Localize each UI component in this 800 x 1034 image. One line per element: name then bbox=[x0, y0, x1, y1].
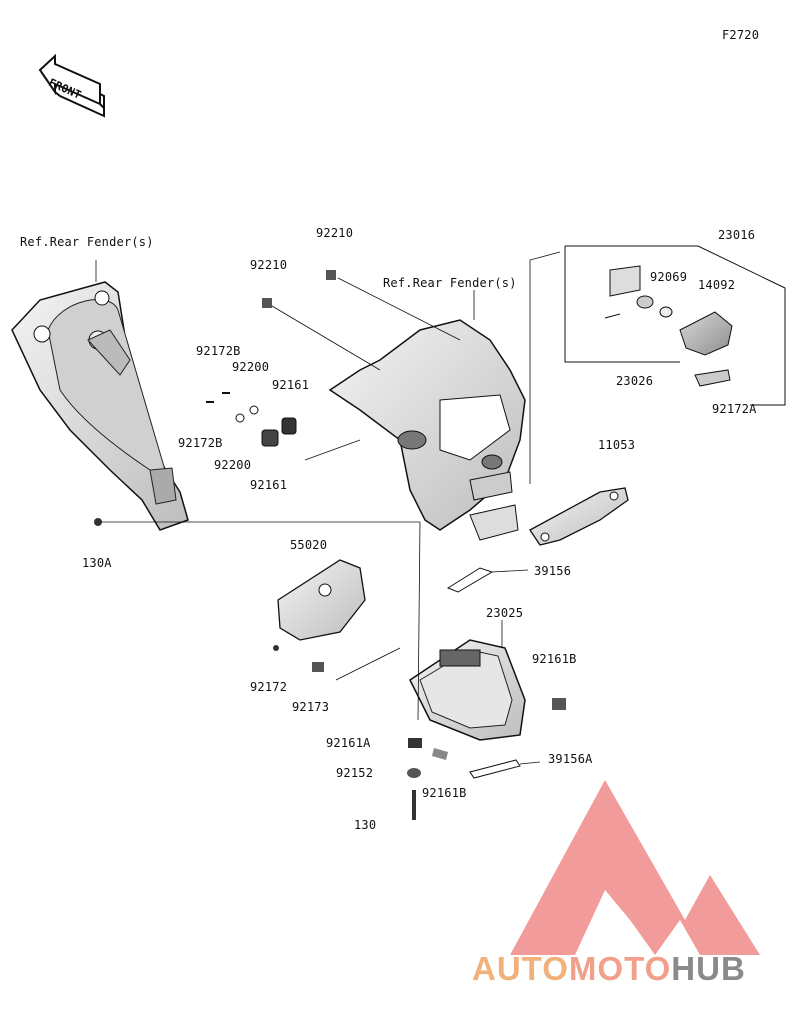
label-92172: 92172 bbox=[250, 680, 288, 694]
front-arrow-icon bbox=[38, 53, 105, 118]
clip-92210-lower bbox=[262, 298, 272, 308]
label-92173: 92173 bbox=[292, 700, 330, 714]
label-39156: 39156 bbox=[534, 564, 572, 578]
bracket-55020-part bbox=[277, 559, 366, 641]
ref-rear-fender-right: Ref.Rear Fender(s) bbox=[383, 276, 517, 290]
rear-fender-center-part bbox=[328, 319, 526, 541]
label-92210-a: 92210 bbox=[316, 226, 354, 240]
watermark-text: AUTOMOTOHUB bbox=[472, 950, 746, 988]
label-92210-b: 92210 bbox=[250, 258, 288, 272]
label-92161A: 92161A bbox=[326, 736, 371, 750]
label-92172B-a: 92172B bbox=[196, 344, 241, 358]
label-23025: 23025 bbox=[486, 606, 524, 620]
label-130A: 130A bbox=[82, 556, 112, 570]
label-39156A: 39156A bbox=[548, 752, 593, 766]
label-92200-b: 92200 bbox=[214, 458, 252, 472]
turn-signal-box bbox=[564, 245, 786, 406]
label-23016: 23016 bbox=[718, 228, 756, 242]
label-92161B-a: 92161B bbox=[532, 652, 577, 666]
ref-rear-fender-left: Ref.Rear Fender(s) bbox=[20, 235, 154, 249]
label-92161-b: 92161 bbox=[250, 478, 288, 492]
pad-39156 bbox=[446, 567, 494, 593]
label-92152: 92152 bbox=[336, 766, 374, 780]
label-23026: 23026 bbox=[616, 374, 654, 388]
label-92161B-b: 92161B bbox=[422, 786, 467, 800]
label-14092: 14092 bbox=[698, 278, 736, 292]
clip-92210-upper bbox=[326, 270, 336, 280]
label-92172B-b: 92172B bbox=[178, 436, 223, 450]
label-55020: 55020 bbox=[290, 538, 328, 552]
grommets-left bbox=[206, 392, 297, 447]
rear-fender-left-part bbox=[11, 281, 189, 531]
label-92172A: 92172A bbox=[712, 402, 757, 416]
watermark-auto: AUTO bbox=[472, 950, 569, 987]
figure-code: F2720 bbox=[722, 28, 760, 42]
pad-39156A bbox=[469, 759, 521, 779]
plate-bracket-part bbox=[529, 487, 629, 546]
automotohub-logo-icon bbox=[510, 780, 760, 955]
hardware-bottom bbox=[273, 645, 566, 820]
tail-light-part bbox=[409, 639, 526, 741]
watermark-moto: MOTO bbox=[568, 950, 672, 987]
label-92069: 92069 bbox=[650, 270, 688, 284]
label-11053: 11053 bbox=[598, 438, 636, 452]
label-92200-a: 92200 bbox=[232, 360, 270, 374]
label-130: 130 bbox=[354, 818, 377, 832]
label-92161-a: 92161 bbox=[272, 378, 310, 392]
leader-lines bbox=[95, 251, 561, 765]
watermark-hub: HUB bbox=[671, 950, 746, 987]
